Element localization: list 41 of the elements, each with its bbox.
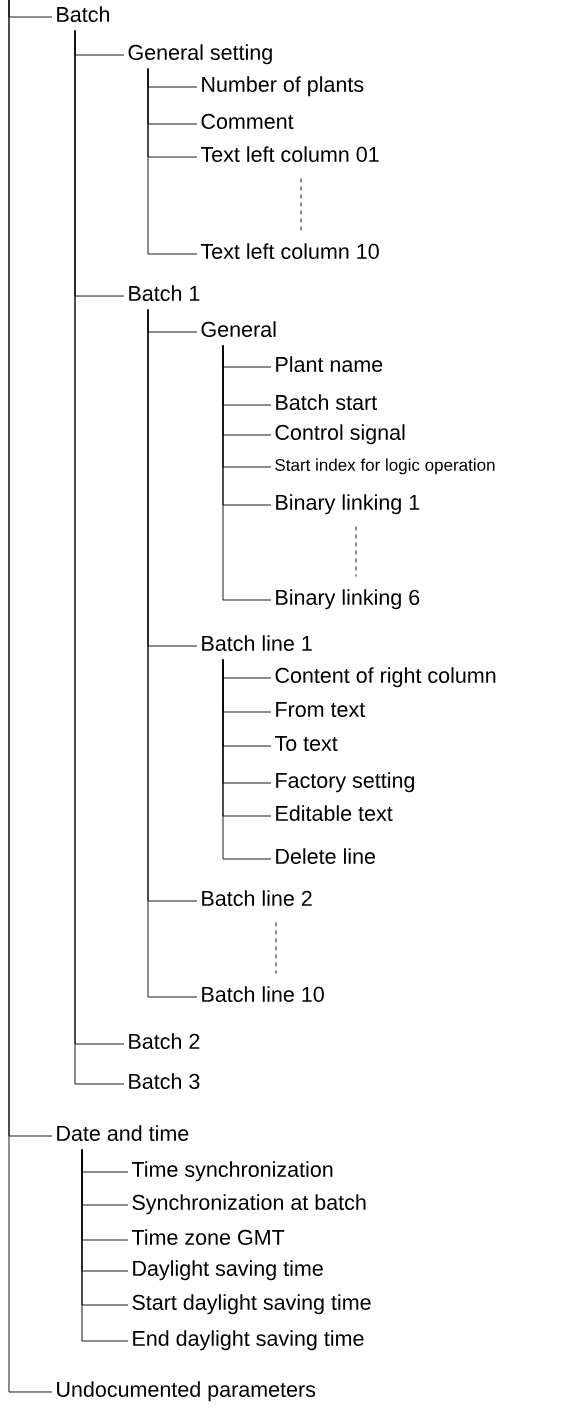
tree-label: Batch line 1	[202, 635, 312, 651]
tree-label: Start index for logic operation	[275, 458, 495, 475]
ellipsis-dashes	[300, 178, 302, 231]
tree-label: Content of right column	[275, 667, 496, 688]
tree-label: Time synchronization	[131, 1161, 333, 1182]
tree-label: Batch line 10	[202, 986, 324, 1002]
tree-label: From text	[276, 702, 366, 717]
tree-connector	[222, 345, 272, 601]
tree-label: Batch line 2	[202, 890, 312, 906]
tree-label: Factory setting	[276, 772, 415, 793]
tree-label: Comment	[201, 113, 294, 129]
tree-label: Synchronization at batch	[132, 1194, 366, 1215]
tree-label: Batch start	[276, 394, 378, 410]
tree-label: Delete line	[276, 848, 376, 864]
tree-label: Binary linking 1	[276, 494, 420, 515]
tree-connector	[8, 0, 53, 1393]
tree-label: To text	[274, 736, 338, 751]
tree-label: Start daylight saving time	[132, 1294, 371, 1315]
tree-label: Batch 2	[129, 1033, 200, 1049]
tree-label: Batch 3	[129, 1073, 200, 1089]
tree-label: Undocumented parameters	[57, 1381, 316, 1402]
tree-label: Number of plants	[202, 76, 364, 97]
tree-label: Text left column 01	[200, 146, 379, 162]
ellipsis-dashes	[355, 526, 357, 577]
tree-label: Binary linking 6	[276, 589, 420, 610]
tree-label: Control signal	[275, 424, 405, 445]
tree-label: Daylight saving time	[133, 1260, 323, 1281]
tree-connector	[147, 68, 198, 255]
tree-label: General	[201, 321, 276, 337]
tree-label: Time zone GMT	[131, 1229, 285, 1245]
tree-label: Batch	[57, 6, 109, 23]
tree-label: Batch 1	[129, 285, 200, 301]
tree-label: Plant name	[276, 356, 383, 372]
tree-label: General setting	[128, 44, 272, 65]
tree-label: Date and time	[57, 1125, 189, 1141]
tree-label: Text left column 10	[200, 243, 379, 259]
tree-label: Editable text	[276, 805, 393, 821]
ellipsis-dashes	[275, 922, 277, 974]
tree-connector	[222, 659, 272, 860]
tree-connector	[81, 1149, 129, 1342]
tree-label: End daylight saving time	[133, 1330, 364, 1351]
